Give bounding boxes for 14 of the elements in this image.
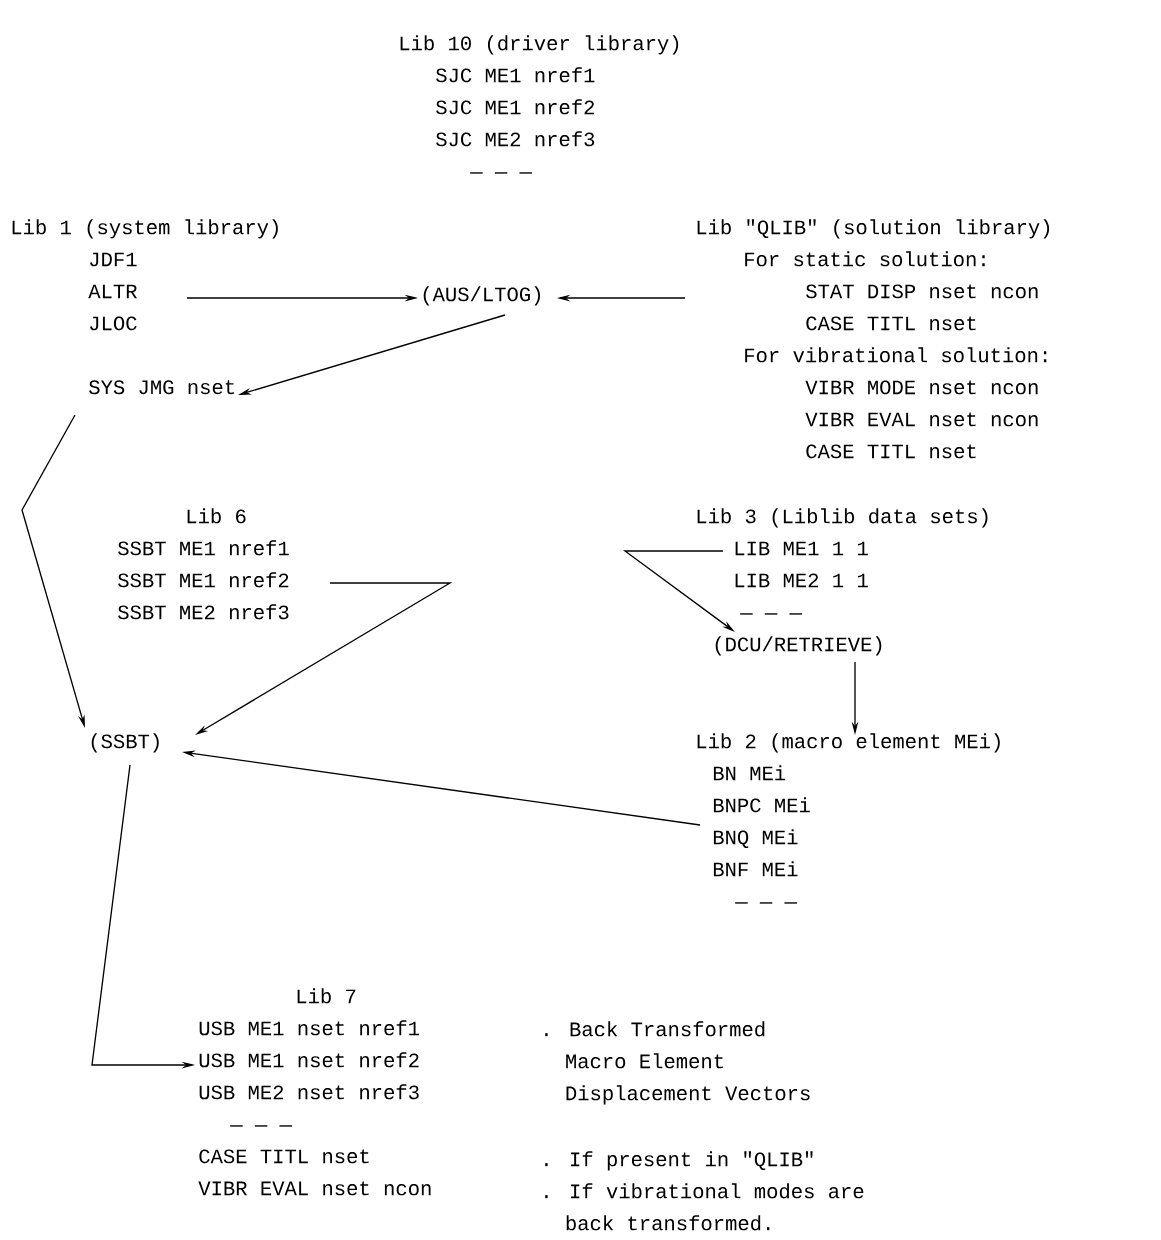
library-listing: Lib 7 USB ME1 nset nref1 USB ME1 nset nref2 USB ME2 nset nref3 — — — CASE TITL nset VIBR EVAL nset ncon <box>198 988 431 1196</box>
library-listing: Lib 1 (system library) JDF1 ALTR JLOC <box>12 219 278 331</box>
module-label: (DCU/RETRIEVE) <box>715 636 882 656</box>
note-text: . Back Transformed Macro Element Displacement Vectors <box>545 1021 810 1105</box>
library-listing: Lib "QLIB" (solution library) For static solution: STAT DISP nset ncon CASE TITL nset For vibrational solution: VIBR MODE nset ncon VIBR EVAL nset ncon CASE TITL nset <box>697 219 1050 459</box>
note-text: . If present in "QLIB" <box>545 1151 813 1171</box>
data-set-label: SYS JMG nset <box>89 380 234 395</box>
module-label: (AUS/LTOG) <box>423 286 540 306</box>
library-listing: Lib 10 (driver library) SJC ME1 nref1 SJC ME1 nref2 SJC ME2 nref3 — — — <box>400 35 679 174</box>
library-listing: Lib 6 SSBT ME1 nref1 SSBT ME1 nref2 SSBT ME2 nref3 <box>118 508 289 620</box>
library-listing: Lib 2 (macro element MEi) BN MEi BNPC MEi BNQ MEi BNF MEi — — — <box>697 733 1000 904</box>
module-label: (SSBT) <box>91 733 159 753</box>
note-text: . If vibrational modes are back transformed. <box>545 1183 864 1231</box>
library-listing: Lib 3 (Liblib data sets) LIB ME1 1 1 LIB ME2 1 1 — — — <box>697 508 988 615</box>
